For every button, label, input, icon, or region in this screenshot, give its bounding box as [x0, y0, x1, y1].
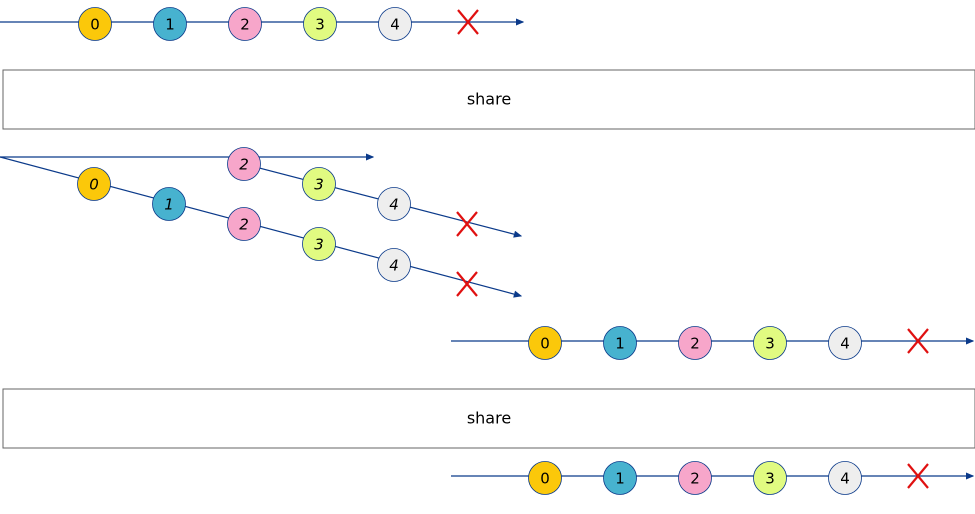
marble-3: 3 — [753, 326, 787, 360]
marble-label: 4 — [840, 470, 850, 488]
marble-4: 4 — [377, 248, 411, 282]
marble-label: 2 — [239, 216, 249, 234]
marble-2: 2 — [678, 326, 712, 360]
marble-circle — [78, 7, 112, 41]
marble-1: 1 — [603, 326, 637, 360]
marble-circle — [302, 167, 336, 201]
marble-circle — [828, 326, 862, 360]
marble-label: 2 — [239, 156, 249, 174]
error-x-icon — [907, 463, 929, 489]
marble-circle — [302, 227, 336, 261]
error-x-icon — [907, 328, 929, 354]
marble-2: 2 — [227, 207, 261, 241]
marble-circle — [603, 461, 637, 495]
marble-2: 2 — [678, 461, 712, 495]
marble-label: 3 — [314, 176, 324, 194]
marble-label: 1 — [165, 16, 175, 34]
marble-4: 4 — [378, 7, 412, 41]
marble-0: 0 — [77, 167, 111, 201]
marble-label: 1 — [615, 470, 625, 488]
marble-label: 0 — [540, 470, 550, 488]
marble-circle — [603, 326, 637, 360]
marble-label: 2 — [690, 470, 700, 488]
marble-circle — [152, 187, 186, 221]
marble-label: 4 — [389, 257, 399, 275]
operator-label: share — [467, 409, 511, 428]
error-x-icon — [457, 9, 479, 35]
marble-label: 0 — [90, 16, 100, 34]
marble-circle — [228, 7, 262, 41]
marble-label: 4 — [840, 335, 850, 353]
error-x-icon — [456, 211, 478, 237]
marble-label: 0 — [540, 335, 550, 353]
marble-label: 4 — [389, 196, 399, 214]
marble-circle — [753, 326, 787, 360]
marble-4: 4 — [377, 187, 411, 221]
marble-3: 3 — [302, 167, 336, 201]
error-x-icon — [456, 271, 478, 297]
marble-label: 3 — [314, 236, 324, 254]
marble-0: 0 — [528, 326, 562, 360]
marble-3: 3 — [302, 227, 336, 261]
marble-circle — [377, 248, 411, 282]
marble-3: 3 — [303, 7, 337, 41]
marble-0: 0 — [528, 461, 562, 495]
operator-box-1: share — [2, 69, 975, 130]
marble-4: 4 — [828, 461, 862, 495]
operator-box-2: share — [2, 388, 975, 449]
marble-label: 2 — [690, 335, 700, 353]
marble-3: 3 — [753, 461, 787, 495]
marble-label: 1 — [164, 196, 174, 214]
marble-circle — [753, 461, 787, 495]
marble-2: 2 — [228, 7, 262, 41]
marble-circle — [528, 461, 562, 495]
operator-label: share — [467, 90, 511, 109]
marble-circle — [528, 326, 562, 360]
marble-circle — [378, 7, 412, 41]
marble-1: 1 — [603, 461, 637, 495]
marble-label: 2 — [240, 16, 250, 34]
marble-4: 4 — [828, 326, 862, 360]
marble-circle — [153, 7, 187, 41]
marble-circle — [678, 461, 712, 495]
marbles-layer: 0 1 2 3 4 2 3 4 0 1 2 3 4 0 1 2 3 4 0 1 2 3 4 — [77, 7, 929, 495]
marble-label: 3 — [765, 335, 775, 353]
marble-label: 0 — [89, 176, 99, 194]
marble-label: 3 — [315, 16, 325, 34]
marble-circle — [377, 187, 411, 221]
marble-circle — [678, 326, 712, 360]
marble-label: 1 — [615, 335, 625, 353]
marble-circle — [227, 207, 261, 241]
marble-circle — [828, 461, 862, 495]
marble-2: 2 — [227, 147, 261, 181]
marble-1: 1 — [153, 7, 187, 41]
marble-1: 1 — [152, 187, 186, 221]
marble-0: 0 — [78, 7, 112, 41]
marble-circle — [77, 167, 111, 201]
marble-label: 3 — [765, 470, 775, 488]
marble-circle — [303, 7, 337, 41]
marble-label: 4 — [390, 16, 400, 34]
marble-circle — [227, 147, 261, 181]
